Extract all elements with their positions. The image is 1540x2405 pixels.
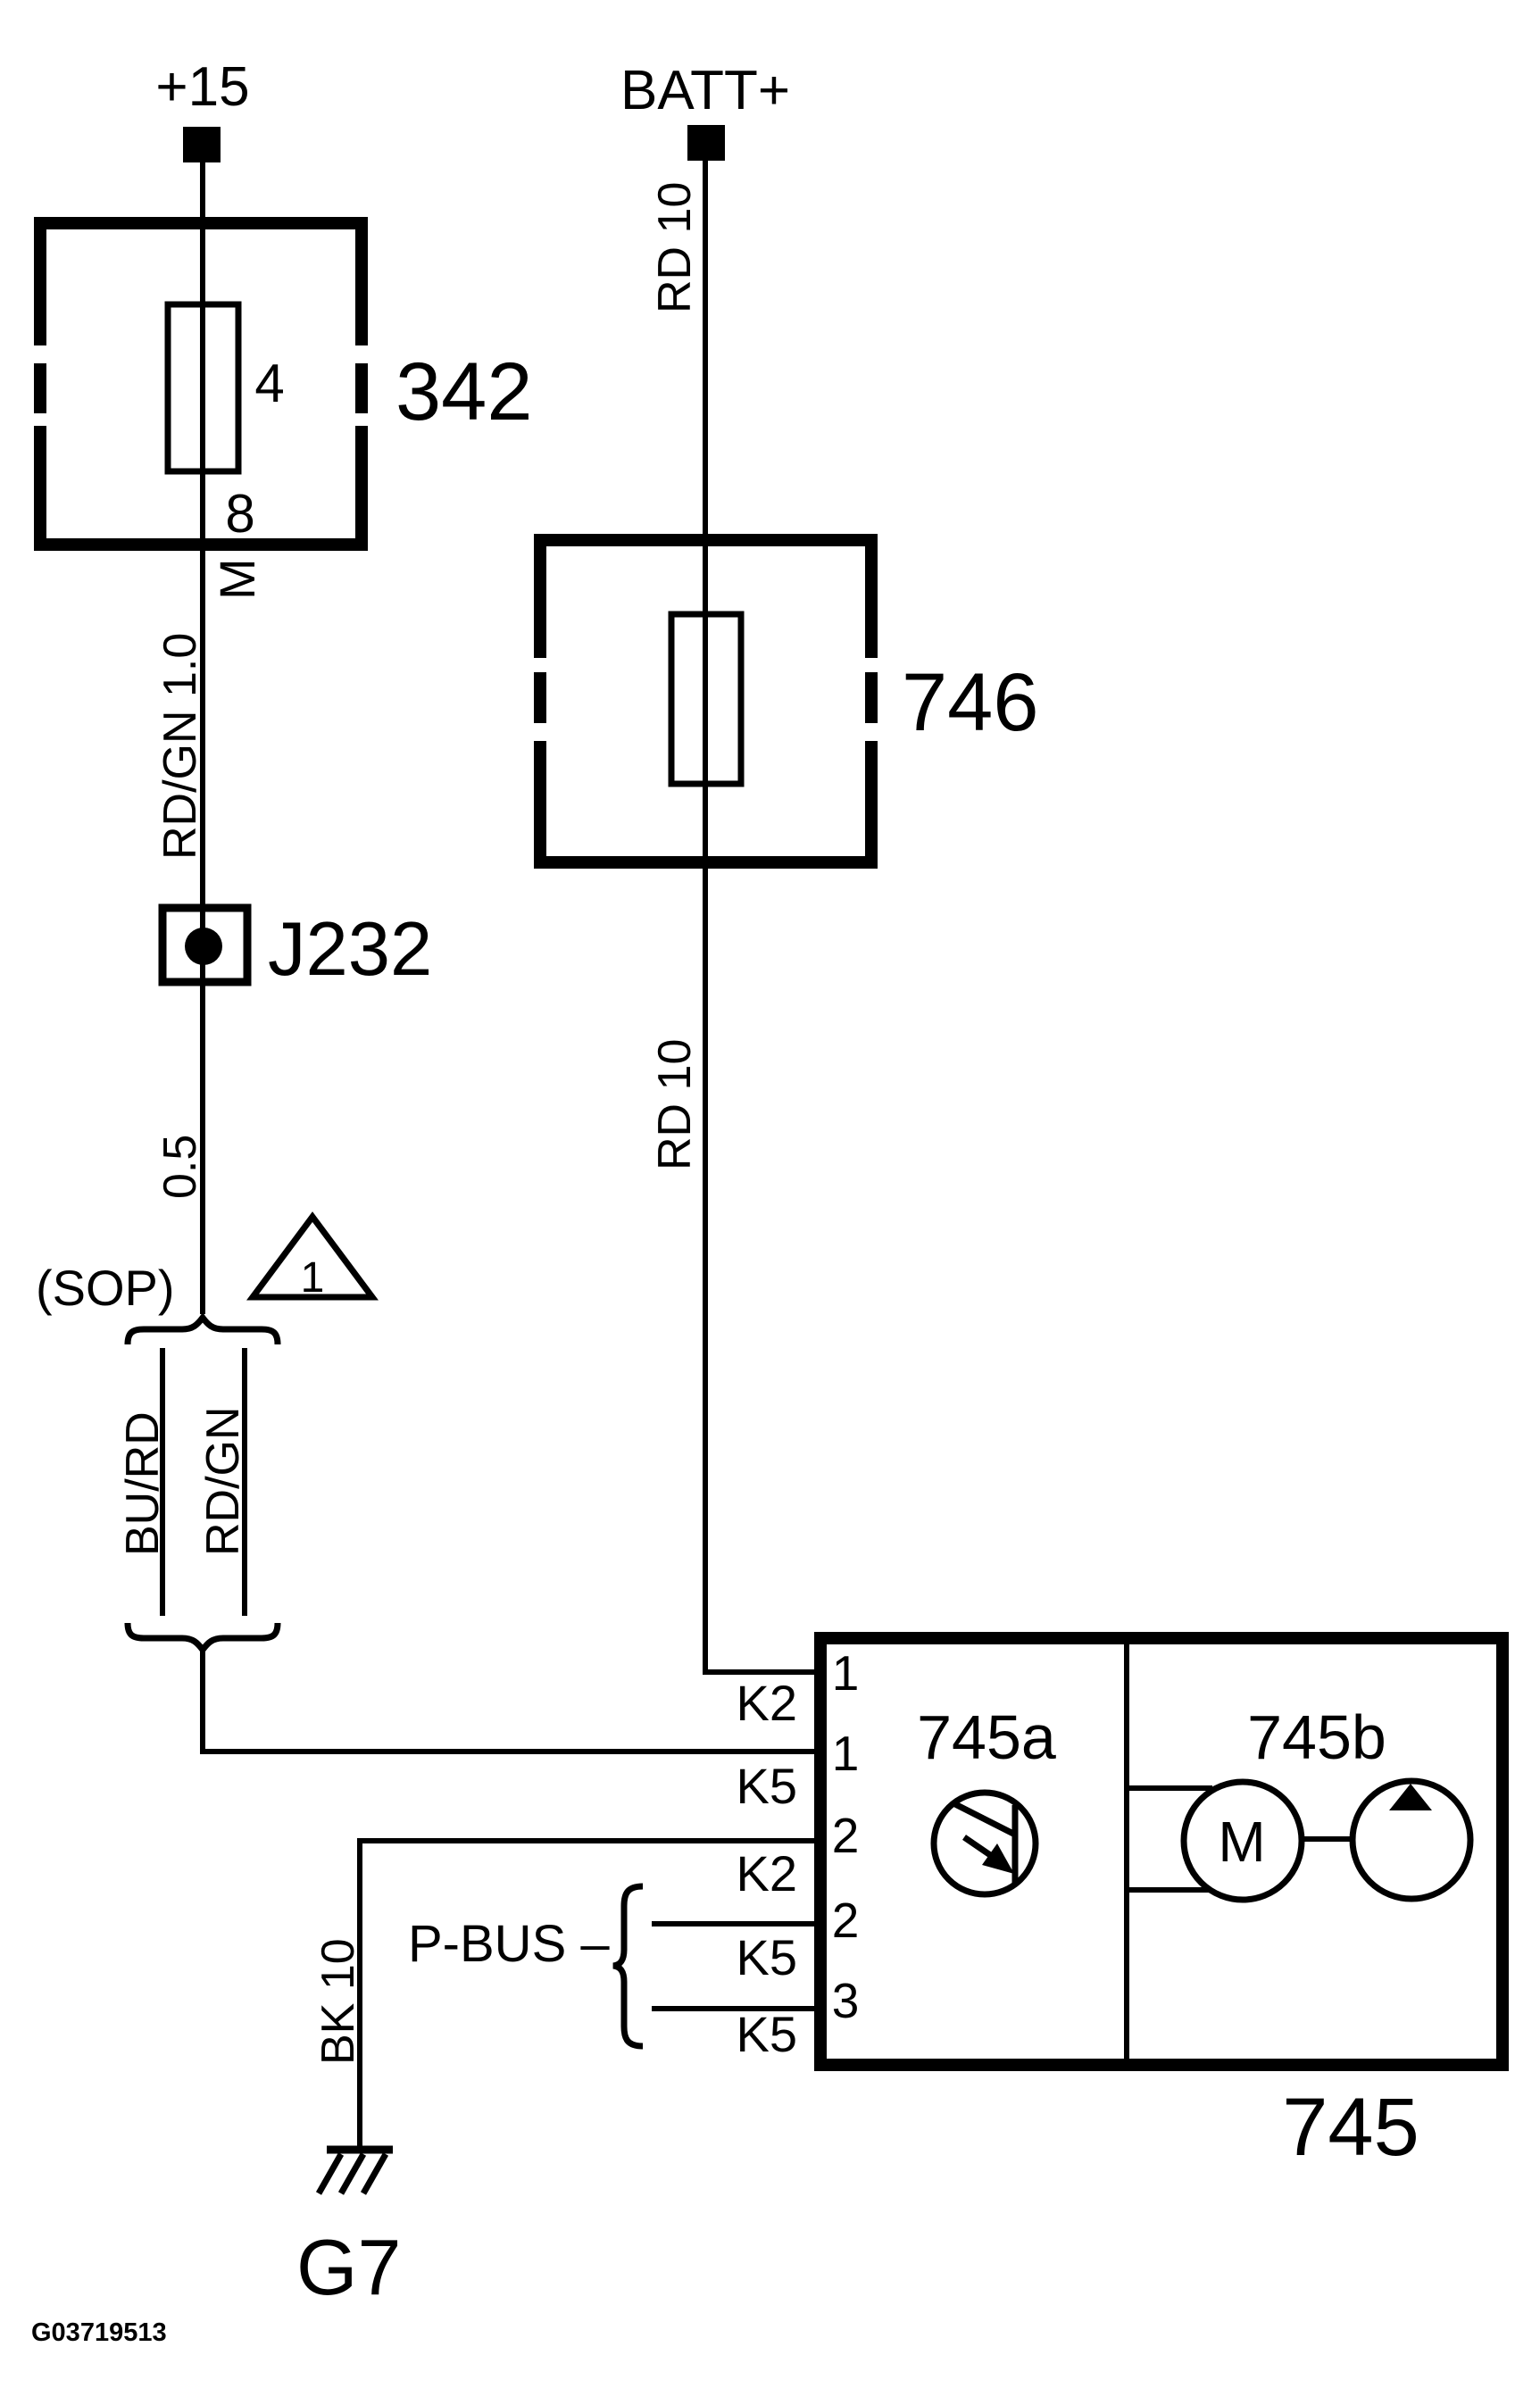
transistor-arrow: [982, 1843, 1014, 1874]
section-745a-label: 745a: [917, 1702, 1056, 1772]
ground-hatch-3: [360, 2152, 389, 2195]
pin-number-3: 3: [832, 1973, 860, 2028]
component-745: 745a 745b 1 1 2 2 3 M: [814, 1632, 1509, 2071]
wire-label-rdgn: RD/GN: [197, 1406, 249, 1556]
pin-conn-k2-2: K2: [737, 1845, 798, 1902]
wire-label-05: 0.5: [154, 1135, 206, 1199]
transistor-collector-line: [952, 1800, 1017, 1838]
pin-conn-k5-1: K5: [737, 1758, 798, 1814]
component-745-label: 745: [1282, 2082, 1419, 2173]
terminal-batt-label: BATT+: [620, 60, 790, 121]
splice-lower-brace: [124, 1622, 281, 1655]
fuse-pin-4-label: 4: [254, 354, 284, 413]
pin-number-1a: 1: [832, 1645, 860, 1701]
motor-pump-symbol: M: [1129, 1777, 1474, 1903]
wire-label-rd10-lower: RD 10: [649, 1039, 701, 1170]
terminal-batt-square: [687, 125, 725, 161]
pin-number-2a: 2: [832, 1808, 860, 1863]
component-745-box: [814, 1632, 1509, 2071]
connector-j232-label: J232: [268, 907, 432, 992]
section-745b-label: 745b: [1247, 1702, 1386, 1772]
terminal-15-square: [183, 127, 221, 162]
wire-label-bk10: BK 10: [312, 1938, 364, 2065]
pbus-brace: [612, 1883, 644, 2050]
fuse-pin-8-label: 8: [225, 484, 254, 544]
fusebox-342-label: 342: [395, 346, 533, 437]
pump-triangle-icon: [1389, 1784, 1432, 1810]
motor-letter: M: [1218, 1810, 1265, 1874]
ground-hatch-1: [315, 2152, 345, 2195]
pin-number-1b: 1: [832, 1726, 860, 1781]
pump-circle: [1349, 1777, 1474, 1902]
wire-label-rd10-upper: RD 10: [649, 182, 701, 313]
pin-conn-k2-1: K2: [737, 1675, 798, 1731]
fusebox-746: [534, 534, 878, 869]
connector-j232: [158, 903, 252, 986]
ground-hatch-2: [337, 2152, 367, 2195]
wire-label-burd: BU/RD: [117, 1411, 169, 1556]
transistor-circle: [930, 1789, 1039, 1898]
wire-splice-to-745: [200, 1650, 820, 1754]
sop-label: (SOP): [36, 1260, 175, 1316]
wire-label-rdgn-10: RD/GN 1.0: [154, 633, 206, 860]
triangle-note-symbol: [246, 1211, 379, 1301]
fusebox-342: 4 8: [34, 217, 368, 551]
wire-745-to-ground: [357, 1838, 820, 2151]
splice-upper-brace: [124, 1312, 281, 1345]
fusebox-342-exit-pin-label: M: [209, 558, 265, 600]
ground-symbol: [315, 2145, 393, 2195]
pin-conn-k5-2: K5: [737, 1929, 798, 1985]
triangle-note-number: 1: [301, 1254, 325, 1302]
fusebox-746-label: 746: [902, 657, 1039, 748]
pin-number-2b: 2: [832, 1893, 860, 1948]
terminal-15-label: +15: [155, 56, 249, 118]
pin-conn-k5-3: K5: [737, 2006, 798, 2062]
pbus-label: P-BUS –: [408, 1915, 610, 1973]
ground-label: G7: [296, 2223, 401, 2311]
connector-j232-dot: [185, 928, 222, 965]
transistor-symbol: [930, 1789, 1039, 1898]
document-id: G03719513: [31, 2318, 167, 2347]
